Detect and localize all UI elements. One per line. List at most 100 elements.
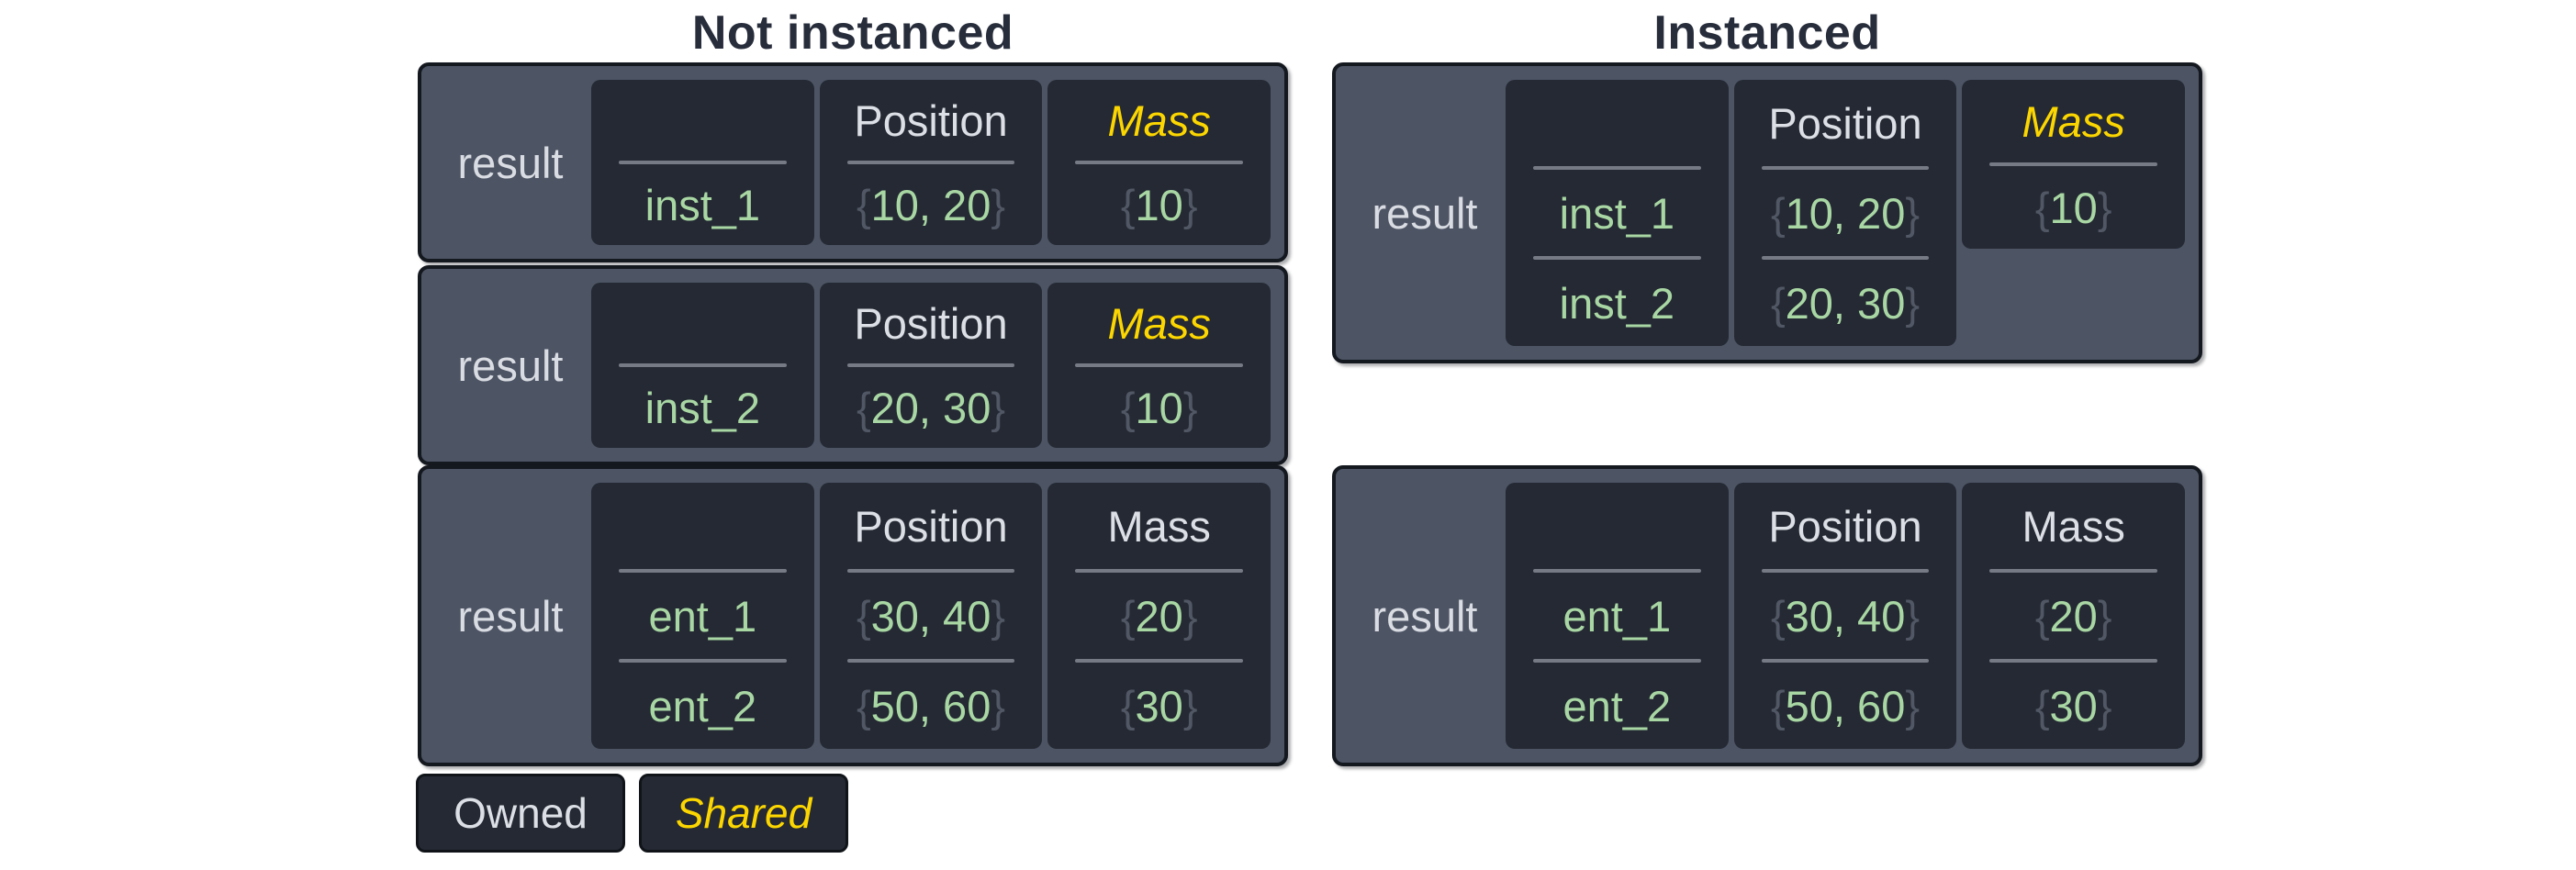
column-entity: inst_2: [591, 283, 814, 448]
column-header: Position: [854, 298, 1008, 348]
position-value: {10, 20}: [1734, 170, 1957, 256]
divider: [1533, 569, 1701, 573]
close-brace: }: [991, 591, 1006, 641]
position-value: {30, 40}: [820, 573, 1043, 659]
divider: [619, 161, 787, 164]
table-columns: ent_1 ent_2 Position {30, 40} {50, 60} M…: [591, 483, 1271, 749]
divider: [1761, 659, 1930, 663]
close-brace: }: [991, 383, 1006, 432]
column-header-shared: Mass: [1107, 298, 1211, 348]
open-brace: {: [2034, 681, 2050, 731]
position-value: {10, 20}: [820, 164, 1043, 245]
title-not-instanced: Not instanced: [691, 6, 1014, 60]
divider: [619, 659, 787, 663]
value-text: 50, 60: [1785, 681, 1906, 731]
open-brace: {: [856, 383, 871, 432]
open-brace: {: [1120, 180, 1136, 229]
open-brace: {: [856, 180, 871, 229]
divider: [1533, 166, 1701, 170]
open-brace: {: [1120, 591, 1136, 641]
open-brace: {: [1120, 681, 1136, 731]
divider: [1533, 256, 1701, 260]
divider: [1075, 659, 1244, 663]
close-brace: }: [1905, 681, 1921, 731]
value-text: 20, 30: [1785, 278, 1906, 328]
close-brace: }: [1905, 188, 1921, 238]
divider: [846, 659, 1015, 663]
column-header-shared: Mass: [1107, 95, 1211, 145]
open-brace: {: [1120, 383, 1136, 432]
column-header: Position: [1768, 501, 1922, 551]
divider: [846, 569, 1015, 573]
mass-value: {30}: [1047, 663, 1271, 749]
mass-value: {30}: [1962, 663, 2185, 749]
divider: [1075, 161, 1244, 164]
close-brace: }: [2097, 591, 2112, 641]
divider: [1533, 659, 1701, 663]
column-mass: Mass {20} {30}: [1047, 483, 1271, 749]
open-brace: {: [2034, 183, 2050, 232]
close-brace: }: [1182, 591, 1198, 641]
close-brace: }: [2097, 681, 2112, 731]
column-entity: ent_1 ent_2: [591, 483, 814, 749]
table-instanced-entities: result ent_1 ent_2 Position {30, 40} {50…: [1332, 465, 2202, 766]
column-header: Position: [854, 95, 1008, 145]
divider: [1075, 569, 1244, 573]
mass-value: {20}: [1047, 573, 1271, 659]
divider: [1989, 659, 2158, 663]
legend-owned-label: Owned: [454, 789, 588, 837]
title-instanced: Instanced: [1653, 6, 1881, 60]
divider: [1989, 569, 2158, 573]
legend-shared: Shared: [639, 774, 848, 853]
value-text: 50, 60: [870, 681, 991, 731]
value-text: 20, 30: [870, 383, 991, 432]
table-columns: ent_1 ent_2 Position {30, 40} {50, 60} M…: [1506, 483, 2186, 749]
column-header: Mass: [1107, 501, 1211, 551]
divider: [1989, 162, 2158, 166]
column-position: Position {30, 40} {50, 60}: [1733, 483, 1957, 749]
position-value: {50, 60}: [1734, 663, 1957, 749]
column-position: Position {10, 20} {20, 30}: [1733, 80, 1957, 346]
legend-shared-label: Shared: [675, 789, 812, 837]
column-header: Mass: [2022, 501, 2125, 551]
row-label: result: [1372, 188, 1478, 238]
close-brace: }: [991, 681, 1006, 731]
close-brace: }: [1905, 591, 1921, 641]
column-position: Position {30, 40} {50, 60}: [819, 483, 1043, 749]
close-brace: }: [1905, 278, 1921, 328]
row-label: result: [1372, 591, 1478, 641]
column-entity: inst_1: [591, 80, 814, 245]
column-mass-shared-single: Mass {10}: [1962, 80, 2186, 249]
open-brace: {: [2034, 591, 2050, 641]
mass-value: {10}: [1047, 164, 1271, 245]
value-text: 30: [2049, 681, 2098, 731]
open-brace: {: [1770, 188, 1786, 238]
divider: [846, 363, 1015, 367]
entity-name: inst_2: [1559, 278, 1675, 328]
column-mass-shared: Mass {10}: [1047, 80, 1271, 245]
open-brace: {: [1770, 278, 1786, 328]
table-columns: inst_1 inst_2 Position {10, 20} {20, 30}…: [1506, 80, 2186, 346]
empty-header: [591, 483, 814, 569]
close-brace: }: [1182, 681, 1198, 731]
column-header: Position: [854, 501, 1008, 551]
value-text: 30, 40: [870, 591, 991, 641]
value-text: 10, 20: [1785, 188, 1906, 238]
row-label: result: [457, 591, 564, 641]
open-brace: {: [1770, 591, 1786, 641]
mass-value: {20}: [1962, 573, 2185, 659]
value-text: 20: [1135, 591, 1183, 641]
entity-name: ent_1: [648, 591, 757, 641]
mass-value: {10}: [1962, 166, 2185, 249]
column-entity: ent_1 ent_2: [1506, 483, 1729, 749]
column-position: Position {20, 30}: [819, 283, 1043, 448]
table-not-instanced-inst2: result inst_2 Position {20, 30} Mass {10…: [418, 265, 1288, 465]
value-text: 10: [1135, 180, 1183, 229]
close-brace: }: [1182, 180, 1198, 229]
table-instanced-merged: result inst_1 inst_2 Position {10, 20} {…: [1332, 62, 2202, 363]
entity-name: ent_2: [1562, 681, 1672, 731]
value-text: 20: [2049, 591, 2098, 641]
entity-name: ent_1: [1562, 591, 1672, 641]
table-columns: inst_2 Position {20, 30} Mass {10}: [591, 283, 1271, 448]
